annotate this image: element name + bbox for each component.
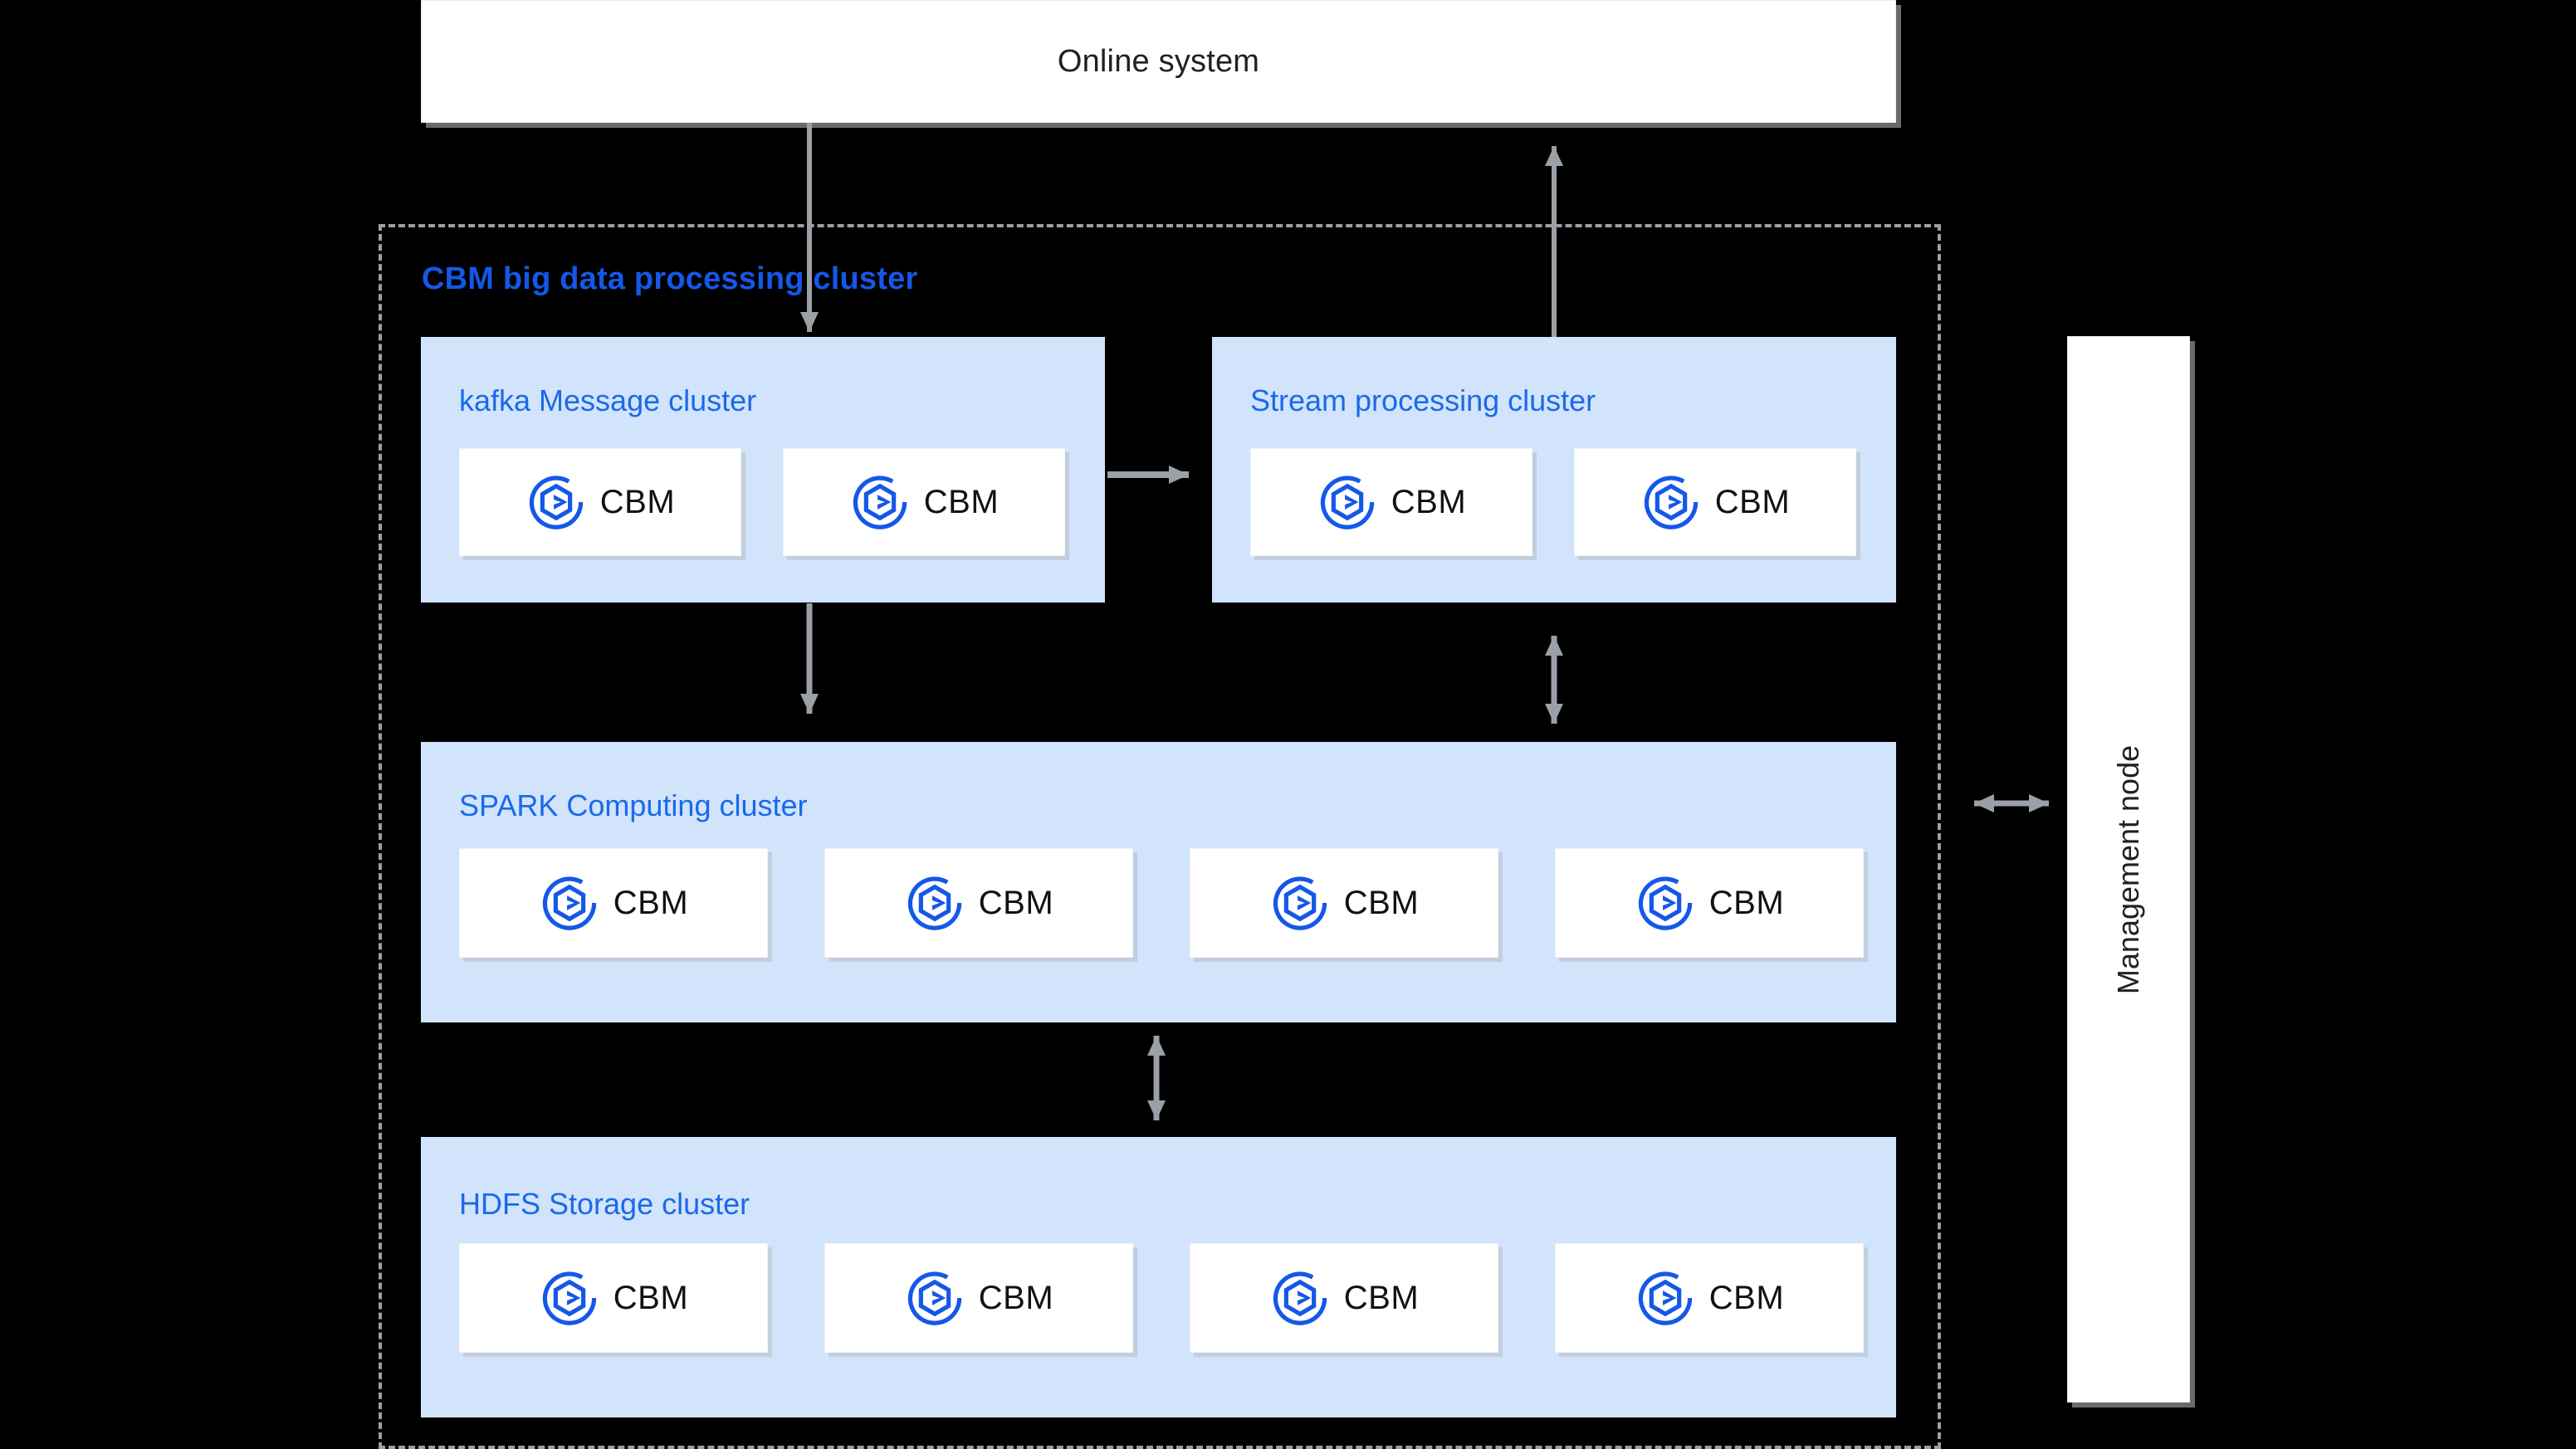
cbm-logo-icon [542,876,596,930]
cbm-logo-icon [1273,876,1327,930]
cbm-node-label: CBM [978,1279,1054,1316]
cbm-node-label: CBM [1343,1279,1420,1316]
cbm-logo-icon [1273,1271,1327,1325]
panel-title-spark: SPARK Computing cluster [459,788,808,822]
cbm-node-label: CBM [613,884,689,921]
panel-title-stream: Stream processing cluster [1250,383,1596,417]
cbm-node-card[interactable]: CBM [459,848,768,958]
panel-title-kafka: kafka Message cluster [459,383,757,417]
cbm-node-label: CBM [599,483,676,520]
cbm-node-card[interactable]: CBM [459,1243,768,1353]
cbm-logo-icon [907,1271,961,1325]
management-node-label: Management node [2111,744,2145,994]
management-node-box[interactable]: Management node [2067,336,2190,1403]
cbm-node-label: CBM [1714,483,1791,520]
cbm-logo-icon [1638,876,1692,930]
cbm-logo-icon [1320,476,1374,529]
cbm-node-label: CBM [923,483,1000,520]
cbm-node-card[interactable]: CBM [1574,448,1856,556]
cbm-node-label: CBM [1708,1279,1785,1316]
cbm-node-card[interactable]: CBM [824,848,1133,958]
cbm-node-label: CBM [1343,884,1420,921]
cbm-logo-icon [907,876,961,930]
cbm-node-card[interactable]: CBM [1190,848,1498,958]
cbm-node-card[interactable]: CBM [783,448,1065,556]
cbm-logo-icon [542,1271,596,1325]
cbm-node-card[interactable]: CBM [1190,1243,1498,1353]
cbm-node-card[interactable]: CBM [459,448,741,556]
cbm-node-label: CBM [613,1279,689,1316]
cbm-node-card[interactable]: CBM [824,1243,1133,1353]
cbm-cluster-boundary [379,224,1941,1449]
cbm-logo-icon [853,476,907,529]
cbm-node-card[interactable]: CBM [1250,448,1532,556]
cbm-node-label: CBM [1391,483,1467,520]
cbm-node-label: CBM [1708,884,1785,921]
cbm-logo-icon [529,476,583,529]
cbm-logo-icon [1644,476,1698,529]
online-system-box[interactable]: Online system [421,0,1896,123]
cbm-node-card[interactable]: CBM [1555,848,1864,958]
cbm-node-card[interactable]: CBM [1555,1243,1864,1353]
panel-title-hdfs: HDFS Storage cluster [459,1187,750,1221]
cbm-node-label: CBM [978,884,1054,921]
cbm-cluster-title: CBM big data processing cluster [422,261,918,296]
cbm-logo-icon [1638,1271,1692,1325]
online-system-label: Online system [1057,43,1260,79]
